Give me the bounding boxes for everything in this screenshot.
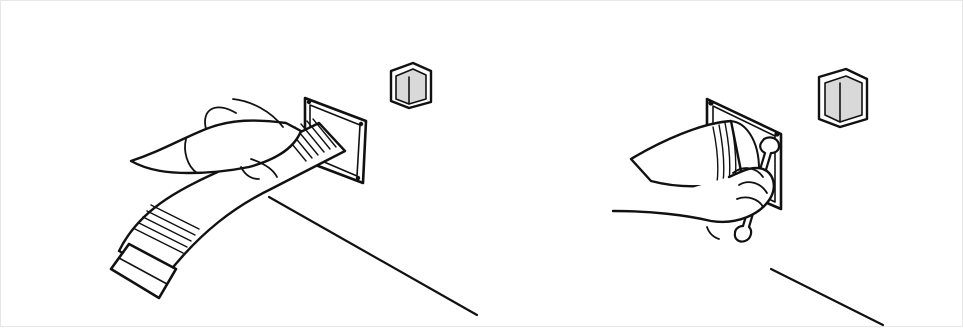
floor-line <box>771 269 883 325</box>
hose-installation-illustration <box>1 1 481 328</box>
wall-switch-box <box>391 63 431 108</box>
right-illustration-panel <box>481 1 963 328</box>
clamp-tightening-illustration <box>481 1 963 328</box>
left-illustration-panel <box>1 1 481 328</box>
wall-switch-box <box>819 69 867 127</box>
floor-line <box>269 197 477 315</box>
